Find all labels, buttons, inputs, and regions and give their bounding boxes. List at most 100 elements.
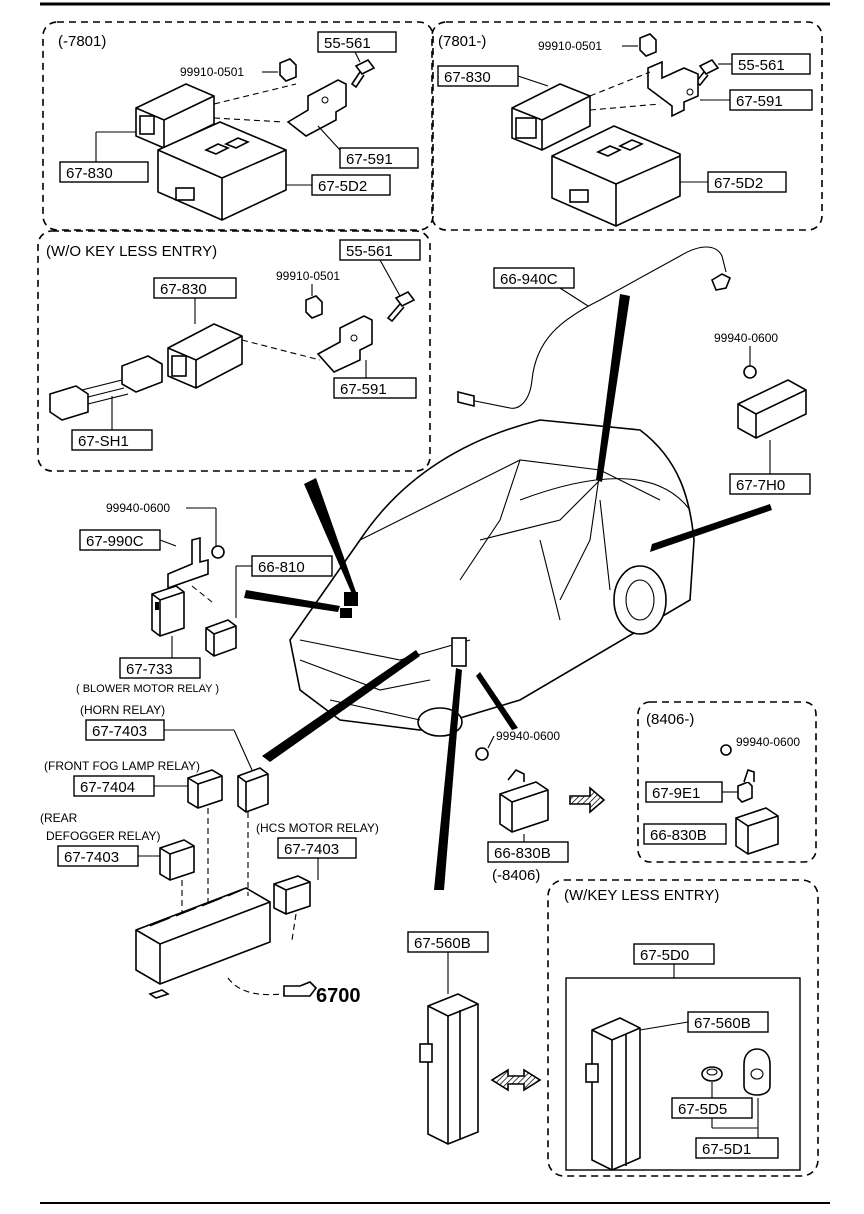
note-blower-motor-relay: ( BLOWER MOTOR RELAY ) (76, 683, 219, 695)
group-frame-to-7801 (42, 21, 434, 231)
callout-pointer (262, 650, 420, 762)
bolt-icon (694, 58, 720, 87)
bracket-icon (316, 315, 373, 373)
nut-icon (720, 744, 732, 756)
group-label-from-7801: (7801-) (438, 33, 486, 50)
bracket-icon (286, 79, 347, 137)
part-number-67-7h0: 67-7H0 (736, 477, 785, 494)
control-unit-icon (551, 125, 681, 227)
part-number-67-830-a: 67-830 (66, 165, 113, 182)
group-frame-from-8406 (637, 701, 817, 863)
part-number-66-810: 66-810 (258, 559, 305, 576)
relay-icon (159, 839, 195, 881)
note-front-fog-lamp-relay: (FRONT FOG LAMP RELAY) (44, 759, 200, 773)
part-number-55-561-c: 55-561 (346, 243, 393, 260)
part-number-67-5d1: 67-5D1 (702, 1141, 751, 1158)
part-number-66-940c: 66-940C (500, 271, 558, 288)
part-label-67-7403-c[interactable] (277, 837, 357, 859)
relay-icon (735, 807, 779, 855)
part-label-66-830b-b[interactable] (643, 823, 727, 845)
vehicle-illustration (289, 419, 695, 737)
group-label-to-7801: (-7801) (58, 33, 106, 50)
group-frame-with-keyless (547, 879, 819, 1177)
part-number-99940-0600-d: 99940-0600 (736, 735, 800, 749)
part-number-67-733: 67-733 (126, 661, 173, 678)
bolt-icon (386, 290, 416, 323)
part-number-67-7403-b: 67-7403 (64, 849, 119, 866)
bolt-icon (350, 58, 376, 89)
part-number-99940-0600-b: 99940-0600 (106, 501, 170, 515)
callout-pointer (304, 478, 356, 594)
part-label-67-591-c[interactable] (333, 377, 417, 399)
relay-icon (205, 619, 237, 657)
part-label-67-5d1[interactable] (695, 1137, 779, 1159)
part-number-67-560b-a: 67-560B (414, 935, 471, 952)
part-number-99940-0600-c: 99940-0600 (496, 729, 560, 743)
part-number-99910-0501-c: 99910-0501 (276, 269, 340, 283)
part-number-67-830-c: 67-830 (160, 281, 207, 298)
note-defogger-relay: DEFOGGER RELAY) (46, 829, 160, 843)
group-label-from-8406: (8406-) (646, 711, 694, 728)
callout-pointer (244, 590, 340, 612)
nut-icon (305, 295, 323, 319)
relay-icon (499, 781, 549, 833)
part-number-67-5d2-a: 67-5D2 (318, 178, 367, 195)
part-label-67-560b-b[interactable] (687, 1011, 769, 1033)
part-number-67-7403-c: 67-7403 (284, 841, 339, 858)
part-number-67-591-b: 67-591 (736, 93, 783, 110)
part-number-67-591-a: 67-591 (346, 151, 393, 168)
key-fob-icon (743, 1048, 771, 1096)
reference-group-6700[interactable]: 6700 (316, 985, 361, 1007)
part-number-55-561-b: 55-561 (738, 57, 785, 74)
relay-icon (237, 767, 269, 813)
part-label-67-sh1[interactable] (71, 429, 153, 451)
part-number-67-9e1: 67-9E1 (652, 785, 700, 802)
callout-pointer (650, 504, 772, 552)
part-label-55-561-a[interactable] (317, 31, 397, 53)
note-rear: (REAR (40, 811, 78, 825)
part-number-67-7404: 67-7404 (80, 779, 135, 796)
connector-icon (121, 355, 163, 393)
group-frame-from-7801 (431, 21, 823, 231)
callout-pointer (434, 668, 462, 890)
relay-icon (187, 769, 223, 809)
part-number-99940-0600-a: 99940-0600 (714, 331, 778, 345)
part-label-67-733[interactable] (119, 657, 201, 679)
range-to-8406: (-8406) (492, 867, 540, 884)
keyless-transmitter-icon (427, 993, 479, 1145)
part-number-67-990c: 67-990C (86, 533, 144, 550)
part-number-66-830b-b: 66-830B (650, 827, 707, 844)
part-number-67-591-c: 67-591 (340, 381, 387, 398)
nut-icon (743, 365, 757, 379)
interchangeable-arrow-icon (490, 1068, 542, 1092)
part-label-67-591-b[interactable] (729, 89, 813, 111)
relay-block-icon (135, 887, 271, 985)
part-number-67-sh1: 67-SH1 (78, 433, 129, 450)
part-number-67-5d5: 67-5D5 (678, 1101, 727, 1118)
bracket-icon (167, 536, 209, 590)
nut-icon (279, 58, 297, 82)
antenna-feeder-icon (469, 246, 727, 409)
part-label-67-5d2-b[interactable] (707, 171, 787, 193)
part-number-67-560b-b: 67-560B (694, 1015, 751, 1032)
bracket-icon (737, 781, 753, 803)
part-label-67-7h0[interactable] (729, 473, 811, 495)
part-number-66-830b-a: 66-830B (494, 845, 551, 862)
part-number-67-5d2-b: 67-5D2 (714, 175, 763, 192)
part-label-67-830-a[interactable] (59, 161, 149, 183)
part-label-67-591-a[interactable] (339, 147, 419, 169)
relay-icon (511, 83, 591, 151)
group-label-without-keyless: (W/O KEY LESS ENTRY) (46, 243, 217, 260)
keyless-kit-frame (565, 977, 801, 1171)
part-number-67-5d0: 67-5D0 (640, 947, 689, 964)
part-label-66-830b-a[interactable] (487, 841, 569, 863)
part-label-66-940c[interactable] (493, 267, 575, 289)
part-label-67-5d2-a[interactable] (311, 174, 391, 196)
part-number-99910-0501-a: 99910-0501 (180, 65, 244, 79)
group-label-with-keyless: (W/KEY LESS ENTRY) (564, 887, 719, 904)
callout-pointer (596, 294, 630, 482)
nut-icon (639, 33, 657, 57)
keyless-unit-icon (591, 1017, 641, 1171)
part-number-67-830-b: 67-830 (444, 69, 491, 86)
